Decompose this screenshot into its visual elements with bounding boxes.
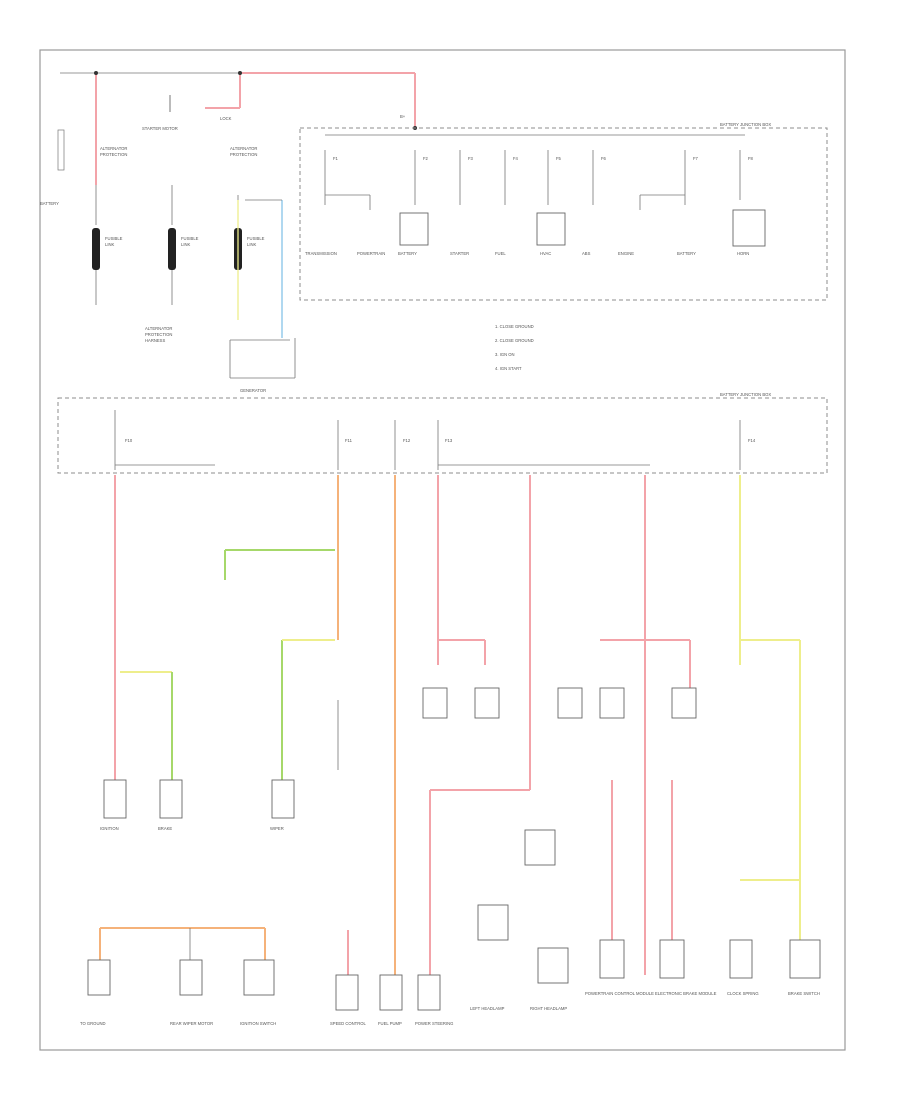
label-brake-module: ELECTRONIC BRAKE MODULE: [655, 991, 717, 996]
svg-text:F8: F8: [748, 156, 754, 161]
battery-circuit: STARTER MOTOR BATTERY LOCK B+: [40, 71, 417, 206]
svg-text:STARTER: STARTER: [450, 251, 469, 256]
legend-line-2: 2. CLOSE GROUND: [495, 338, 534, 343]
label-brake-switch: BRAKE SWITCH: [788, 991, 820, 996]
upper-fuse-box-title: BATTERY JUNCTION BOX: [720, 122, 771, 127]
svg-text:FUSIBLE: FUSIBLE: [247, 236, 265, 241]
label-left-headlamp: LEFT HEADLAMP: [470, 1006, 505, 1011]
svg-text:F13: F13: [445, 438, 453, 443]
svg-text:F7: F7: [693, 156, 699, 161]
upper-fuse-columns: F1 F2 F3 F4 F5 F6 F7 F8 TRANSMISSION POW…: [305, 150, 766, 256]
legend-line-1: 1. CLOSE GROUND: [495, 324, 534, 329]
upper-fuse-box: [299, 127, 828, 301]
generator: GENERATOR: [229, 199, 296, 393]
label-pcm: POWERTRAIN CONTROL MODULE: [585, 991, 654, 996]
svg-text:HARNESS: HARNESS: [145, 338, 165, 343]
battery-label: BATTERY: [40, 201, 59, 206]
svg-text:BRAKE: BRAKE: [158, 826, 172, 831]
svg-text:WIPER: WIPER: [270, 826, 284, 831]
label-to-ground: TO GROUND: [80, 1021, 106, 1026]
svg-text:HORN: HORN: [737, 251, 749, 256]
svg-text:F5: F5: [556, 156, 562, 161]
svg-text:HVAC: HVAC: [540, 251, 551, 256]
svg-text:TRANSMISSION: TRANSMISSION: [305, 251, 337, 256]
svg-text:F2: F2: [423, 156, 429, 161]
svg-text:LINK: LINK: [105, 242, 115, 247]
svg-text:PROTECTION: PROTECTION: [145, 332, 172, 337]
svg-text:LINK: LINK: [181, 242, 191, 247]
legend-line-4: 4. IGN START: [495, 366, 522, 371]
svg-text:ALTERNATOR: ALTERNATOR: [145, 326, 172, 331]
svg-text:PROTECTION: PROTECTION: [230, 152, 257, 157]
starter-motor-label: STARTER MOTOR: [142, 126, 178, 131]
svg-text:FUSIBLE: FUSIBLE: [105, 236, 123, 241]
svg-text:F6: F6: [601, 156, 607, 161]
generator-label: GENERATOR: [240, 388, 266, 393]
svg-text:LINK: LINK: [247, 242, 257, 247]
svg-text:ENGINE: ENGINE: [618, 251, 634, 256]
svg-text:F12: F12: [403, 438, 411, 443]
lower-fuse-row: F10 F11 F12 F13 F14: [114, 410, 756, 470]
svg-text:F1: F1: [333, 156, 339, 161]
svg-text:F10: F10: [125, 438, 133, 443]
lower-fuse-box-title: BATTERY JUNCTION BOX: [720, 392, 771, 397]
label-right-headlamp: RIGHT HEADLAMP: [530, 1006, 567, 1011]
svg-text:IGNITION: IGNITION: [100, 826, 119, 831]
svg-text:FUSIBLE: FUSIBLE: [181, 236, 199, 241]
label-fuel-pump: FUEL PUMP: [378, 1021, 402, 1026]
svg-text:ALTERNATOR: ALTERNATOR: [230, 146, 257, 151]
svg-text:F11: F11: [345, 438, 353, 443]
svg-text:ALTERNATOR: ALTERNATOR: [100, 146, 127, 151]
svg-text:BATTERY: BATTERY: [677, 251, 696, 256]
bottom-component-labels: TO GROUND REAR WIPER MOTOR IGNITION SWIT…: [80, 991, 820, 1026]
diagram-frame: [39, 49, 846, 1051]
svg-text:FUEL: FUEL: [495, 251, 506, 256]
label-rear-wiper: REAR WIPER MOTOR: [170, 1021, 213, 1026]
label-clock-spring: CLOCK SPRING: [727, 991, 759, 996]
svg-text:B+: B+: [400, 114, 406, 119]
svg-text:BATTERY: BATTERY: [398, 251, 417, 256]
svg-text:F4: F4: [513, 156, 519, 161]
svg-text:POWERTRAIN: POWERTRAIN: [357, 251, 385, 256]
svg-text:PROTECTION: PROTECTION: [100, 152, 127, 157]
lower-fuse-box: [57, 397, 828, 474]
legend-line-3: 3. IGN ON: [495, 352, 515, 357]
lower-wiring: IGNITION BRAKE WIPER: [87, 475, 821, 1011]
label-power-steering: POWER STEERING: [415, 1021, 453, 1026]
svg-text:ABS: ABS: [582, 251, 591, 256]
svg-text:LOCK: LOCK: [220, 116, 232, 121]
svg-text:F14: F14: [748, 438, 756, 443]
svg-text:F3: F3: [468, 156, 474, 161]
legend: 1. CLOSE GROUND 2. CLOSE GROUND 3. IGN O…: [495, 324, 534, 371]
label-ignition-switch: IGNITION SWITCH: [240, 1021, 276, 1026]
label-speed-control: SPEED CONTROL: [330, 1021, 367, 1026]
